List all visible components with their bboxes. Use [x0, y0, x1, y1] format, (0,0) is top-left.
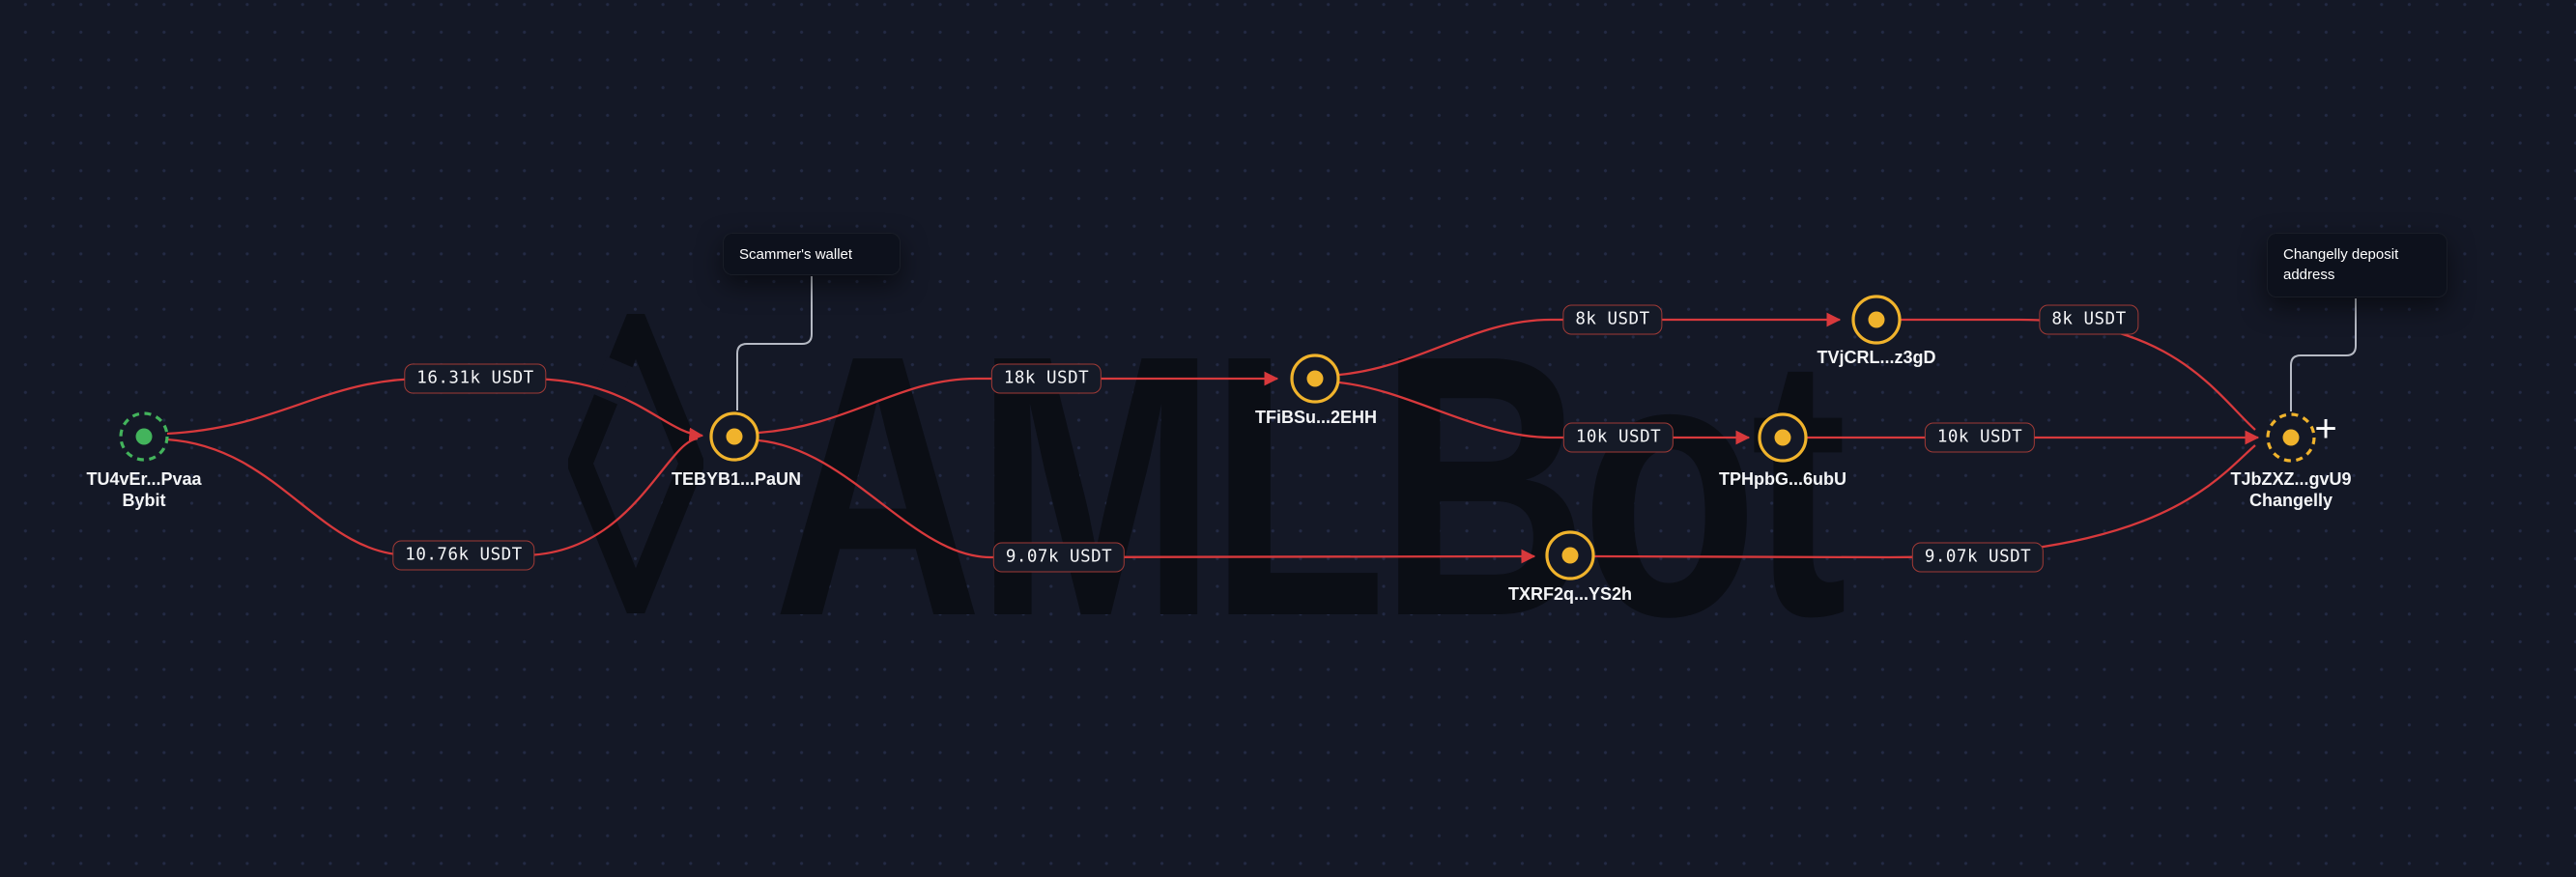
- node-label-tphpbg: TPHpbG...6ubU: [1719, 468, 1846, 490]
- node-address-label: TFiBSu...2EHH: [1254, 408, 1378, 427]
- node-dot: [135, 428, 153, 445]
- edge-tvjcrl-changelly[interactable]: [1901, 318, 2256, 431]
- node-txrf2q[interactable]: [1545, 530, 1595, 580]
- node-bybit[interactable]: [119, 411, 169, 462]
- transfer-amount-pill[interactable]: 10k USDT: [1924, 422, 2036, 453]
- node-address-label: TU4vEr...Pvaa: [86, 469, 202, 489]
- transfer-amount-pill[interactable]: 9.07k USDT: [1911, 542, 2045, 573]
- tooltip-connector-changelly: [2290, 298, 2357, 411]
- transfer-amount-pill[interactable]: 8k USDT: [1562, 304, 1663, 335]
- transfer-amount-pill[interactable]: 8k USDT: [2039, 304, 2139, 335]
- tooltip-text: Scammer's wallet: [739, 246, 853, 263]
- tooltip-connectors: [736, 276, 2357, 411]
- transfer-amount-pill[interactable]: 16.31k USDT: [404, 363, 547, 394]
- node-address-label: TXRF2q...YS2h: [1507, 584, 1633, 604]
- node-address-label: TJbZXZ...gvU9: [2230, 469, 2352, 489]
- node-changelly[interactable]: [2266, 412, 2316, 463]
- node-address-label: TVjCRL...z3gD: [1817, 348, 1936, 367]
- node-dot: [1306, 370, 1324, 387]
- edge-txrf2q-changelly[interactable]: [1593, 444, 2256, 559]
- transfer-amount-pill[interactable]: 10.76k USDT: [392, 540, 535, 571]
- edge-scammer-tfibsu[interactable]: [758, 371, 1279, 435]
- node-label-tvjcrl: TVjCRL...z3gD: [1817, 347, 1935, 368]
- node-dot: [1774, 429, 1791, 446]
- tooltip-scammers-wallet: Scammer's wallet: [723, 233, 901, 275]
- transfer-amount-pill[interactable]: 18k USDT: [990, 363, 1102, 394]
- node-dot: [2282, 429, 2300, 446]
- plus-icon: +: [2314, 408, 2337, 450]
- node-dot: [726, 428, 743, 445]
- node-label-changelly: TJbZXZ...gvU9 Changelly: [2230, 468, 2351, 511]
- nodes: [119, 295, 2316, 580]
- node-label-bybit: TU4vEr...Pvaa Bybit: [86, 468, 201, 511]
- tooltip-changelly-deposit: Changelly deposit address: [2267, 233, 2447, 297]
- node-label-tfibsu: TFiBSu...2EHH: [1255, 407, 1377, 428]
- node-tfibsu[interactable]: [1290, 354, 1340, 404]
- node-exchange-label: Changelly: [2248, 491, 2333, 510]
- edge-tfibsu-tphpbg[interactable]: [1338, 381, 1751, 445]
- node-dot: [1868, 311, 1885, 328]
- edge-scammer-txrf2q[interactable]: [758, 438, 1536, 564]
- node-dot: [1561, 547, 1579, 564]
- node-tphpbg[interactable]: [1758, 412, 1808, 463]
- node-address-label: TPHpbG...6ubU: [1719, 469, 1846, 489]
- node-address-label: TEBYB1...PaUN: [671, 469, 802, 489]
- tooltip-text: Changelly deposit address: [2283, 246, 2399, 283]
- node-tvjcrl[interactable]: [1851, 295, 1902, 345]
- edge-tfibsu-tvjcrl[interactable]: [1338, 312, 1842, 377]
- node-scammer-wallet[interactable]: [709, 411, 759, 462]
- transfer-amount-pill[interactable]: 10k USDT: [1562, 422, 1674, 453]
- edge-bybit-scammer-lower[interactable]: [166, 437, 699, 557]
- node-label-scammer: TEBYB1...PaUN: [672, 468, 801, 490]
- node-exchange-label: Bybit: [122, 491, 166, 510]
- tooltip-connector-scammer: [736, 276, 813, 410]
- transfer-amount-pill[interactable]: 9.07k USDT: [992, 542, 1126, 573]
- expand-node-button[interactable]: +: [2314, 410, 2336, 448]
- node-label-txrf2q: TXRF2q...YS2h: [1508, 583, 1632, 605]
